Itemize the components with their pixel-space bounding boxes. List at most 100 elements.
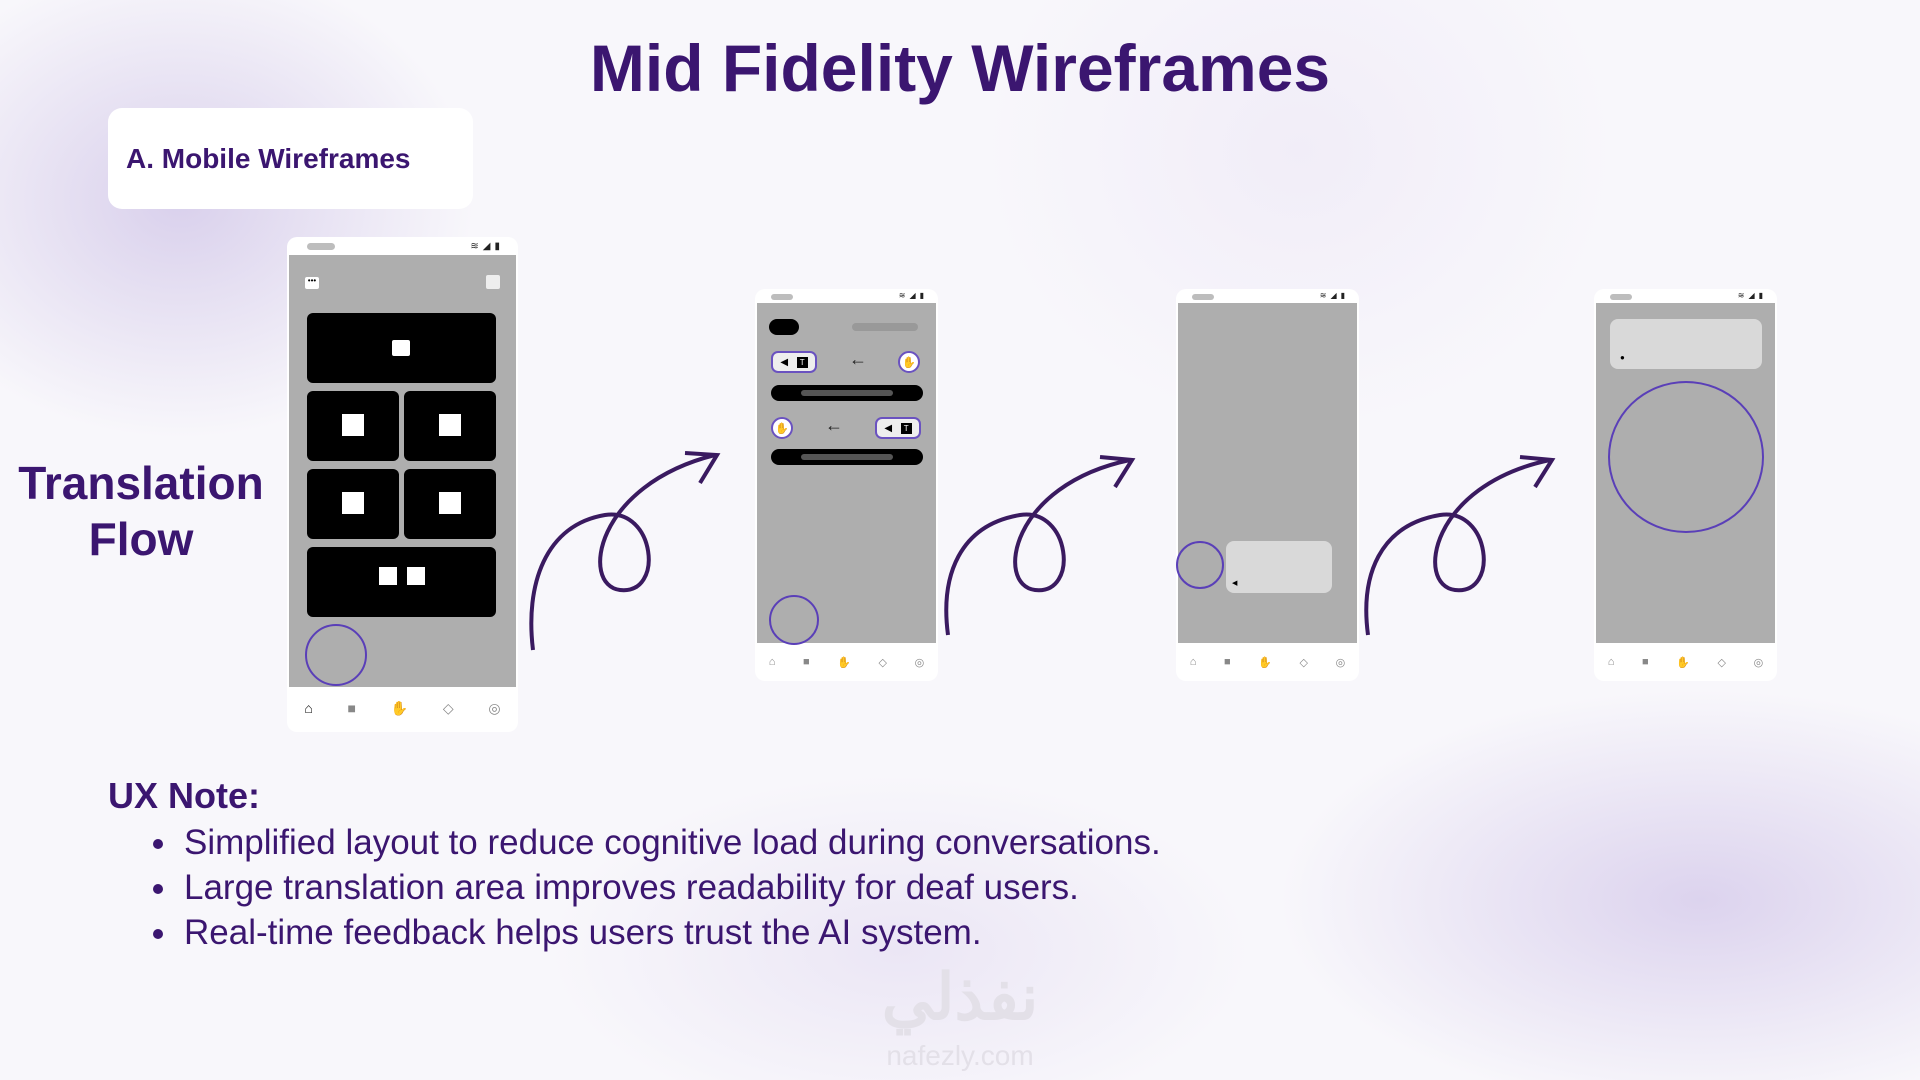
wifi-icon: ≋ [1319, 291, 1327, 300]
battery-icon: ▮ [1758, 291, 1763, 300]
back-button[interactable] [769, 319, 799, 335]
wifi-icon: ≋ [470, 241, 479, 252]
listening-ring[interactable] [1176, 541, 1224, 589]
watermark-url: nafezly.com [886, 1040, 1034, 1071]
ux-note-heading: UX Note: [108, 775, 260, 816]
screen: ◀ [1176, 303, 1357, 643]
status-bar: ≋ ◢ ▮ [470, 241, 500, 252]
sign-language-button[interactable]: ✋ [771, 417, 793, 439]
swap-arrow-icon: ← [825, 415, 843, 435]
signal-icon: ◢ [1330, 291, 1337, 300]
bottom-nav: ⌂ ■ ✋ ◇ ◎ [1176, 649, 1359, 675]
notch [1610, 294, 1632, 300]
sign-language-icon[interactable]: ✋ [390, 699, 409, 716]
flow-label: Translation Flow [0, 455, 282, 567]
phone-home: ≋ ◢ ▮ ••• ⌂ ■ ✋ ◇ ◎ [287, 237, 518, 732]
sign-language-icon[interactable]: ✋ [837, 656, 851, 669]
feature-card[interactable] [404, 469, 496, 539]
battery-icon: ▮ [919, 291, 924, 300]
profile-icon[interactable]: ◎ [1335, 656, 1346, 669]
wide-card[interactable] [307, 547, 496, 617]
feature-card[interactable] [404, 391, 496, 461]
notch [771, 294, 793, 300]
signal-icon: ◢ [909, 291, 916, 300]
ux-note-item: Simplified layout to reduce cognitive lo… [180, 820, 1161, 865]
home-icon[interactable]: ⌂ [1189, 656, 1197, 668]
learn-icon[interactable]: ◇ [442, 699, 454, 716]
status-bar: ≋ ◢ ▮ [1738, 291, 1763, 300]
output-bar-fill [801, 454, 893, 460]
output-bar [771, 385, 923, 401]
card-icon [379, 567, 397, 585]
transcript-box: ● [1610, 319, 1762, 369]
wifi-icon: ≋ [1737, 291, 1745, 300]
ux-note-item: Large translation area improves readabil… [180, 865, 1161, 910]
flow-arrow [944, 455, 1136, 636]
output-bar [771, 449, 923, 465]
feature-icon [342, 492, 364, 514]
phone-translating: ≋ ◢ ▮ ● ⌂ ■ ✋ ◇ ◎ [1594, 289, 1777, 681]
user-icon[interactable] [486, 275, 500, 289]
notch [1192, 294, 1214, 300]
sign-language-button[interactable]: ✋ [898, 351, 920, 373]
add-video-icon [392, 340, 410, 356]
speaker-text-control[interactable]: ◀T [875, 417, 921, 439]
phone-listening: ≋ ◢ ▮ ◀ ⌂ ■ ✋ ◇ ◎ [1176, 289, 1359, 681]
video-icon[interactable]: ■ [1224, 656, 1231, 668]
bottom-nav: ⌂ ■ ✋ ◇ ◎ [1594, 649, 1777, 675]
feature-icon [439, 414, 461, 436]
new-translation-card[interactable] [307, 313, 496, 383]
home-icon[interactable]: ⌂ [768, 656, 776, 668]
flow-arrow [529, 451, 721, 651]
feature-card[interactable] [307, 469, 399, 539]
floating-action-ring[interactable] [305, 624, 367, 686]
home-icon[interactable]: ⌂ [304, 700, 313, 716]
home-icon[interactable]: ⌂ [1607, 656, 1615, 668]
wifi-icon: ≋ [898, 291, 906, 300]
ux-note-list: Simplified layout to reduce cognitive lo… [152, 820, 1161, 955]
floating-action-ring[interactable] [769, 595, 819, 645]
learn-icon[interactable]: ◇ [1717, 656, 1726, 669]
feature-icon [342, 414, 364, 436]
swap-arrow-icon: ← [849, 349, 867, 369]
header-bar [852, 323, 918, 331]
speaker-icon: ◀ [780, 356, 789, 368]
screen: ● [1596, 303, 1775, 643]
speaker-icon: ◀ [884, 422, 893, 434]
profile-icon[interactable]: ◎ [1753, 656, 1764, 669]
flow-label-line2: Flow [88, 513, 194, 565]
translation-area-ring[interactable] [1608, 381, 1764, 533]
speech-bubble: ◀ [1226, 541, 1332, 593]
video-icon[interactable]: ■ [803, 656, 810, 668]
profile-icon[interactable]: ◎ [488, 699, 501, 716]
status-bar: ≋ ◢ ▮ [899, 291, 924, 300]
status-bar: ≋ ◢ ▮ [1320, 291, 1345, 300]
screen: ••• [289, 255, 516, 687]
sign-language-icon[interactable]: ✋ [1676, 656, 1690, 669]
battery-icon: ▮ [1340, 291, 1345, 300]
feature-icon [439, 492, 461, 514]
text-icon: T [900, 422, 912, 434]
signal-icon: ◢ [482, 241, 491, 252]
menu-icon[interactable]: ••• [305, 277, 319, 289]
section-tag: A. Mobile Wireframes [108, 108, 473, 209]
bottom-nav: ⌂ ■ ✋ ◇ ◎ [755, 649, 938, 675]
video-icon[interactable]: ■ [1642, 656, 1649, 668]
signal-icon: ◢ [1748, 291, 1755, 300]
learn-icon[interactable]: ◇ [1299, 656, 1308, 669]
feature-card[interactable] [307, 391, 399, 461]
battery-icon: ▮ [494, 241, 500, 252]
ux-note-item: Real-time feedback helps users trust the… [180, 910, 1161, 955]
sign-language-icon[interactable]: ✋ [1258, 656, 1272, 669]
profile-icon[interactable]: ◎ [914, 656, 925, 669]
learn-icon[interactable]: ◇ [878, 656, 887, 669]
screen: ◀T ← ✋ ✋ ← ◀T [757, 303, 936, 645]
bottom-nav: ⌂ ■ ✋ ◇ ◎ [287, 693, 518, 723]
text-icon: T [796, 356, 808, 368]
speaker-icon: ◀ [1232, 580, 1238, 587]
speaker-text-control[interactable]: ◀T [771, 351, 817, 373]
video-icon[interactable]: ■ [347, 700, 357, 716]
slide-title: Mid Fidelity Wireframes [589, 31, 1331, 105]
notch [307, 243, 335, 250]
card-icon [407, 567, 425, 585]
